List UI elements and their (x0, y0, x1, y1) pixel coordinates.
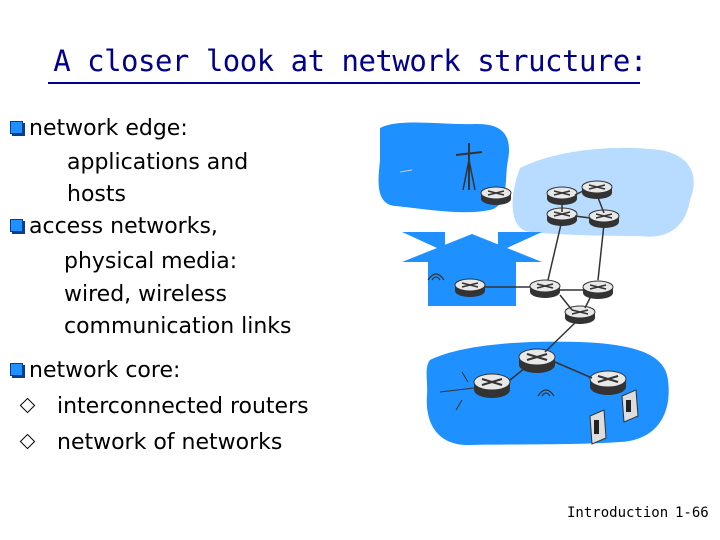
bullet-text-line2: applications and (67, 150, 249, 175)
bullet-text-line4: communication links (64, 314, 292, 339)
bullet-network-edge: network edge: (10, 113, 188, 144)
laptop-icon (399, 169, 413, 173)
bullet-text-line3: hosts (67, 182, 126, 207)
footer-section: Introduction (567, 505, 669, 521)
router-icon (564, 305, 596, 325)
router-icon (529, 279, 561, 299)
antenna-tower-icon (455, 143, 483, 191)
square-bullet-icon (10, 121, 23, 134)
server-icon (621, 389, 639, 423)
sub-bullet-routers: interconnected routers (18, 394, 309, 419)
footer-page-number: 1-66 (675, 505, 709, 521)
title-underline (48, 82, 640, 84)
bullet-text-line2: physical media: (64, 249, 238, 274)
slide-title: A closer look at network structure: (53, 44, 647, 78)
wireless-icon (427, 273, 445, 281)
bullet-access-networks: access networks, (10, 211, 218, 242)
wireless-icon (537, 389, 555, 397)
home-network (402, 232, 542, 306)
bullet-text-line1: access networks, (29, 214, 218, 239)
home-router-icon (454, 278, 486, 298)
bullet-text-line1: network edge: (29, 116, 188, 141)
mobile-network-cloud (378, 122, 512, 213)
server-icon (589, 409, 607, 445)
bullet-text-line1: network core: (29, 358, 181, 383)
square-bullet-icon (10, 363, 23, 376)
router-icon (473, 373, 511, 399)
sub-bullet-networks: network of networks (18, 430, 282, 455)
router-icon (480, 186, 512, 206)
router-icon (589, 370, 627, 396)
global-isp-cloud (512, 147, 694, 237)
square-bullet-icon (10, 219, 23, 232)
institutional-network-cloud (426, 317, 669, 446)
bullet-network-core: network core: (10, 355, 180, 386)
router-icon (582, 280, 614, 300)
bullet-text-line3: wired, wireless (64, 282, 227, 307)
